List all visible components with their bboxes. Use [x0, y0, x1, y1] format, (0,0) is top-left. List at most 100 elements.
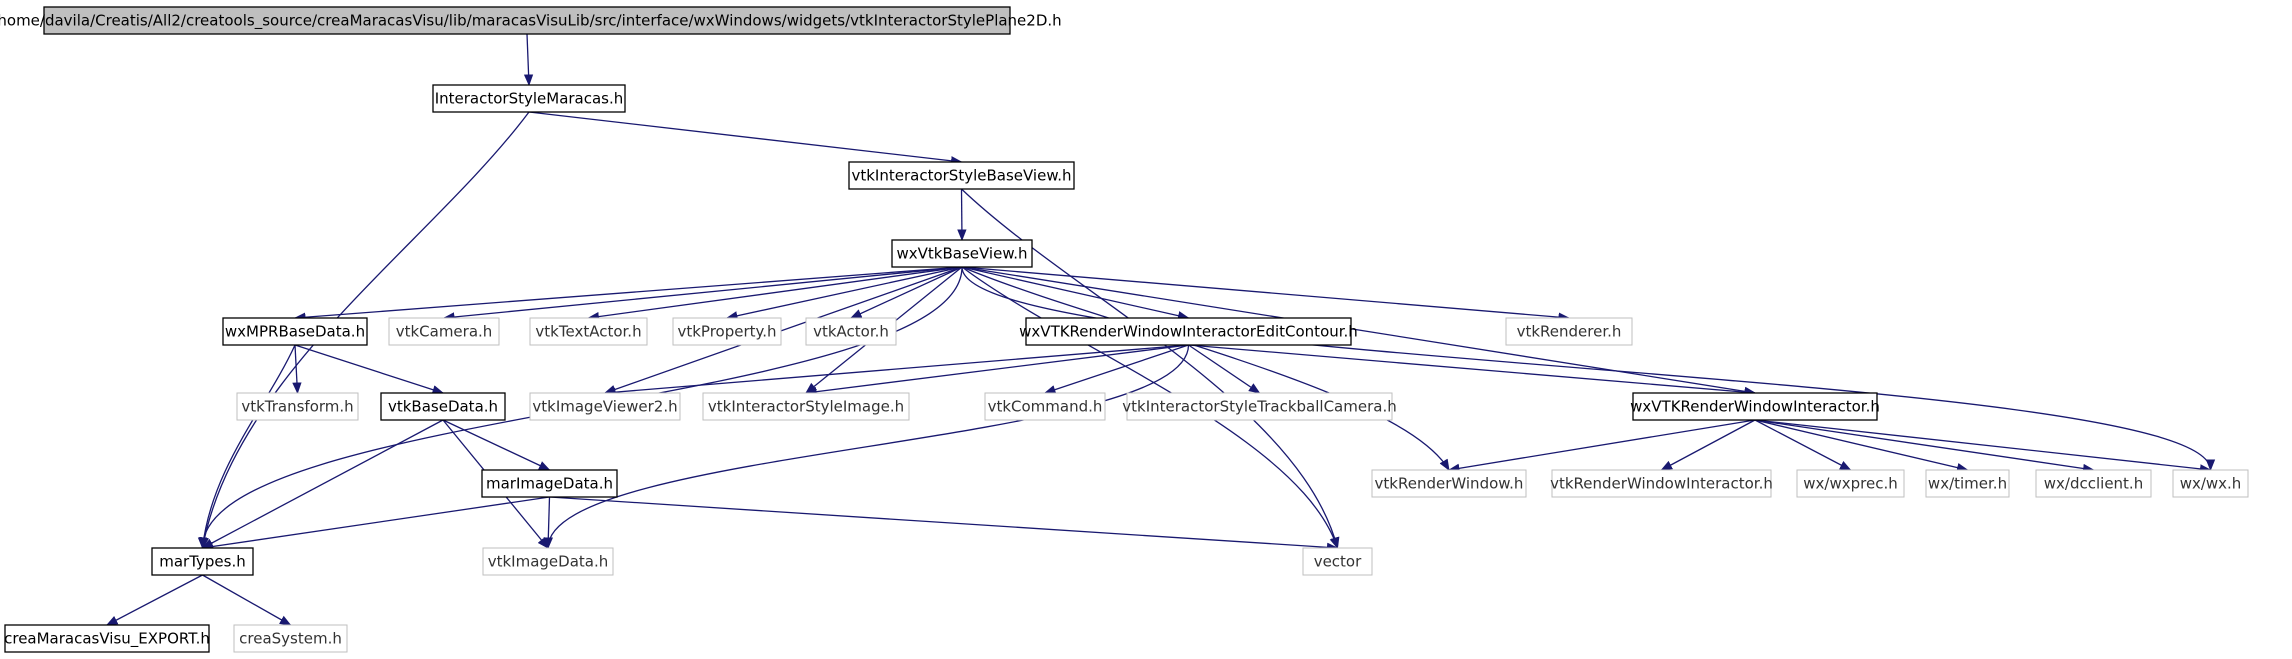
node-box-sys [233, 624, 348, 653]
edge-mprbd-to-tr [292, 344, 302, 395]
node-label-rw: vtkRenderWindow.h [1375, 475, 1524, 493]
node-box-prop [672, 317, 782, 346]
edge-wxvbv-to-rwiec [961, 266, 1190, 321]
edge-ism-to-mt [199, 111, 530, 550]
node-wxvbv[interactable]: wxVtkBaseView.h [891, 239, 1033, 268]
edge-rwiec-to-rwi [1188, 344, 1757, 397]
node-mprbd[interactable]: wxMPRBaseData.h [222, 317, 368, 346]
node-label-export: creaMaracasVisu_EXPORT.h [4, 630, 210, 649]
node-box-id [482, 547, 614, 576]
node-box-wxprec [1796, 469, 1905, 498]
edge-rwiec-to-istc [1188, 344, 1261, 394]
node-box-rw [1371, 469, 1527, 498]
node-box-istc [1126, 392, 1393, 421]
node-vrwi: vtkRenderWindowInteractor.h [1550, 469, 1773, 498]
edge-wxvbv-to-iv2 [603, 266, 963, 394]
edge-wxvbv-to-cam [442, 266, 963, 322]
edge-isbv-to-vec [961, 188, 1340, 550]
node-rwiec[interactable]: wxVTKRenderWindowInteractorEditContour.h [1019, 317, 1358, 346]
node-dcc: wx/dcclient.h [2035, 469, 2152, 498]
node-box-rwiec [1025, 317, 1352, 346]
edge-wxvbv-to-ta [587, 266, 963, 322]
node-isi: vtkInteractorStyleImage.h [702, 392, 910, 421]
node-rwi[interactable]: wxVTKRenderWindowInteractor.h [1630, 392, 1880, 421]
node-box-mt [151, 547, 254, 576]
node-label-tr: vtkTransform.h [241, 398, 353, 416]
node-label-iv2: vtkImageViewer2.h [532, 398, 677, 416]
node-box-timer [1925, 469, 2010, 498]
node-label-isbv: vtkInteractorStyleBaseView.h [851, 167, 1071, 185]
node-mid[interactable]: marImageData.h [481, 469, 618, 498]
nodes-layer: /home/davila/Creatis/All2/creatools_sour… [0, 6, 2249, 653]
node-label-prop: vtkProperty.h [677, 323, 776, 341]
node-wxprec: wx/wxprec.h [1796, 469, 1905, 498]
node-label-wxh: wx/wx.h [2180, 475, 2242, 493]
node-box-iv2 [529, 392, 681, 421]
edge-mid-to-mt [201, 496, 550, 552]
node-label-mprbd: wxMPRBaseData.h [225, 323, 365, 341]
node-label-vrwi: vtkRenderWindowInteractor.h [1550, 475, 1773, 493]
node-label-mt: marTypes.h [159, 553, 246, 571]
edge-rwi-to-rw [1447, 419, 1756, 473]
edge-wxvbv-to-prop [725, 266, 963, 321]
node-vec: vector [1302, 547, 1373, 576]
node-box-wxvbv [891, 239, 1033, 268]
node-box-cmd [984, 392, 1106, 421]
node-rw: vtkRenderWindow.h [1371, 469, 1527, 498]
node-box-vrwi [1551, 469, 1772, 498]
edge-mid-to-vec [549, 496, 1339, 552]
node-box-export [4, 624, 210, 653]
edge-wxvbv-to-mprbd [293, 266, 963, 322]
node-isbv[interactable]: vtkInteractorStyleBaseView.h [848, 161, 1075, 190]
node-mt[interactable]: marTypes.h [151, 547, 254, 576]
node-box-dcc [2035, 469, 2152, 498]
node-label-cmd: vtkCommand.h [988, 398, 1103, 416]
node-box-ren [1505, 317, 1633, 346]
node-act: vtkActor.h [805, 317, 897, 346]
edge-rwi-to-dcc [1754, 419, 2095, 474]
node-prop: vtkProperty.h [672, 317, 782, 346]
node-label-dcc: wx/dcclient.h [2044, 475, 2143, 493]
node-ta: vtkTextActor.h [529, 317, 648, 346]
node-label-rwi: wxVTKRenderWindowInteractor.h [1630, 398, 1880, 416]
edge-mprbd-to-mt [199, 344, 296, 550]
edge-mt-to-export [105, 574, 203, 626]
edge-rwi-to-timer [1754, 419, 1969, 473]
node-timer: wx/timer.h [1925, 469, 2010, 498]
node-root[interactable]: /home/davila/Creatis/All2/creatools_sour… [0, 6, 1062, 35]
node-label-istc: vtkInteractorStyleTrackballCamera.h [1122, 398, 1396, 416]
edge-ism-to-isbv [528, 111, 963, 166]
edge-mprbd-to-bd [294, 344, 445, 395]
node-label-wxvbv: wxVtkBaseView.h [897, 245, 1028, 263]
node-wxh: wx/wx.h [2172, 469, 2249, 498]
node-label-vec: vector [1314, 553, 1362, 571]
node-export[interactable]: creaMaracasVisu_EXPORT.h [4, 624, 210, 653]
edges-layer [105, 33, 2216, 626]
edge-wxvbv-to-wxh [961, 266, 2216, 472]
node-box-ism [432, 84, 626, 113]
node-box-isi [702, 392, 910, 421]
node-bd[interactable]: vtkBaseData.h [380, 392, 506, 421]
node-cam: vtkCamera.h [388, 317, 500, 346]
node-label-root: /home/davila/Creatis/All2/creatools_sour… [0, 12, 1062, 31]
node-box-rwi [1632, 392, 1878, 421]
edge-bd-to-mid [442, 419, 551, 471]
node-box-isbv [848, 161, 1075, 190]
node-box-ta [529, 317, 648, 346]
edge-isbv-to-wxvbv [957, 188, 967, 242]
node-label-timer: wx/timer.h [1928, 475, 2007, 493]
node-box-cam [388, 317, 500, 346]
node-box-vec [1302, 547, 1373, 576]
node-ren: vtkRenderer.h [1505, 317, 1633, 346]
node-iv2: vtkImageViewer2.h [529, 392, 681, 421]
edge-rwiec-to-cmd [1043, 344, 1189, 395]
node-box-act [805, 317, 897, 346]
node-box-mprbd [222, 317, 368, 346]
node-label-ta: vtkTextActor.h [535, 323, 641, 341]
edge-rwiec-to-isi [804, 344, 1189, 397]
node-label-bd: vtkBaseData.h [388, 398, 498, 416]
node-label-act: vtkActor.h [813, 323, 889, 341]
edge-rwiec-to-id [543, 344, 1190, 550]
node-ism[interactable]: InteractorStyleMaracas.h [432, 84, 626, 113]
